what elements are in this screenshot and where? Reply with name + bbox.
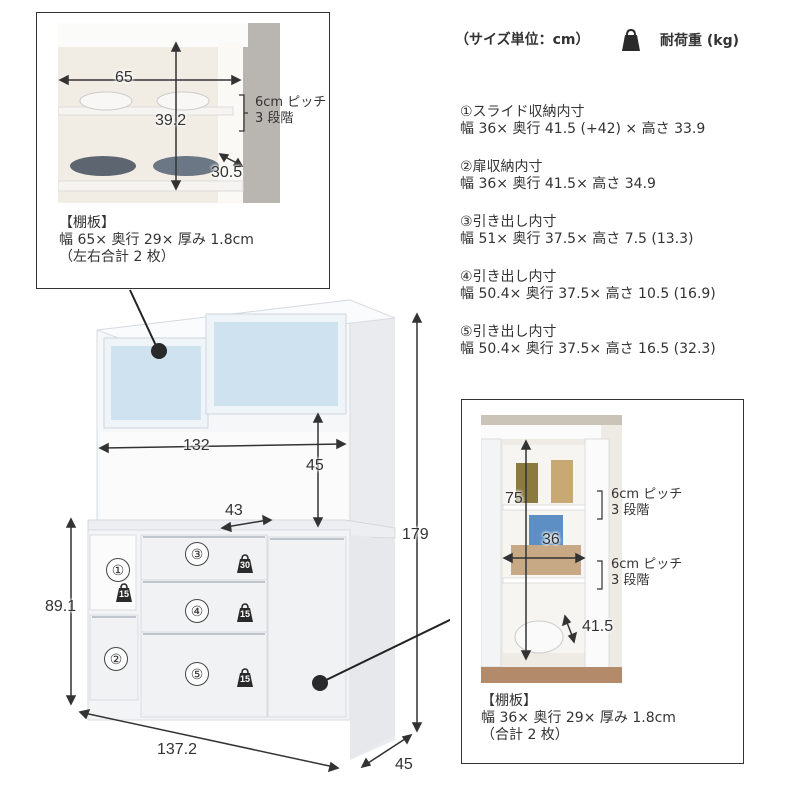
dim-side-depth: 41.5 xyxy=(582,618,614,635)
label-drawer-3: ③ xyxy=(185,542,209,566)
dim-side-height: 75 xyxy=(505,490,523,507)
spec-value: 幅 36× 奥行 41.5× 高さ 34.9 xyxy=(460,176,656,192)
spec-title: ⑤引き出し内寸 xyxy=(460,324,557,340)
size-unit-label: （サイズ単位：cm） xyxy=(455,32,590,48)
dim-lower-height: 89.1 xyxy=(45,598,77,615)
label-door-storage: ② xyxy=(104,647,128,671)
shelf-size: 幅 65× 奥行 29× 厚み 1.8cm xyxy=(59,232,254,248)
weight-value: 30 xyxy=(239,560,250,570)
pitch-brackets xyxy=(597,490,603,590)
spec-value: 幅 50.4× 奥行 37.5× 高さ 16.5 (32.3) xyxy=(460,341,716,357)
weight-icon: 30 xyxy=(234,554,256,574)
shelf-size: 幅 36× 奥行 29× 厚み 1.8cm xyxy=(481,710,676,726)
spec-item: ①スライド収納内寸 幅 36× 奥行 41.5 (+42) × 高さ 33.9 xyxy=(460,104,716,159)
dim-upper-height: 39.2 xyxy=(155,112,187,129)
side-cabinet-photo xyxy=(481,415,622,683)
spec-title: ②扉収納内寸 xyxy=(460,159,543,175)
callout-dot-lower xyxy=(312,675,328,691)
dim-upper-depth: 30.5 xyxy=(211,164,243,181)
weight-value: 15 xyxy=(239,674,250,684)
upper-shelf-detail: 65 39.2 30.5 6cm ピッチ 3 段階 【棚板】 幅 65× 奥行 … xyxy=(36,12,330,289)
weight-value: 15 xyxy=(118,589,129,599)
pitch-line: 3 段階 xyxy=(611,503,650,518)
label-drawer-4: ④ xyxy=(185,599,209,623)
dim-side-width: 36 xyxy=(542,531,560,548)
weight-icon: 15 xyxy=(234,603,256,623)
shelf-count: （合計 2 枚） xyxy=(481,727,569,743)
dim-inner-width: 132 xyxy=(183,437,210,454)
spec-value: 幅 50.4× 奥行 37.5× 高さ 10.5 (16.9) xyxy=(460,286,716,302)
weight-value: 15 xyxy=(239,609,250,619)
spec-title: ④引き出し内寸 xyxy=(460,269,557,285)
weight-legend-label: 耐荷重 (kg) xyxy=(660,33,740,49)
upper-pitch-text: 6cm ピッチ 3 段階 xyxy=(255,95,326,127)
pitch-line: 3 段階 xyxy=(611,573,650,588)
dim-total-height: 179 xyxy=(402,526,429,543)
spec-item: ⑤引き出し内寸 幅 50.4× 奥行 37.5× 高さ 16.5 (32.3) xyxy=(460,324,716,379)
pitch-line: 6cm ピッチ xyxy=(255,95,327,110)
weight-icon: 15 xyxy=(113,583,135,603)
spec-value: 幅 36× 奥行 41.5 (+42) × 高さ 33.9 xyxy=(460,121,706,137)
spec-item: ②扉収納内寸 幅 36× 奥行 41.5× 高さ 34.9 xyxy=(460,159,716,214)
upper-shelf-info: 【棚板】 幅 65× 奥行 29× 厚み 1.8cm （左右合計 2 枚） xyxy=(59,215,254,266)
side-pitch-text-2: 6cm ピッチ 3 段階 xyxy=(611,557,682,589)
cabinet-illustration: 132 45 43 179 89.1 137.2 45 ① ② ③ ④ ⑤ 15… xyxy=(45,289,450,773)
shelf-count: （左右合計 2 枚） xyxy=(59,249,175,265)
pitch-line: 3 段階 xyxy=(255,111,294,126)
spec-title: ①スライド収納内寸 xyxy=(460,104,585,120)
spec-item: ④引き出し内寸 幅 50.4× 奥行 37.5× 高さ 10.5 (16.9) xyxy=(460,269,716,324)
side-cabinet-detail: 75 36 41.5 6cm ピッチ 3 段階 6cm ピッチ 3 段階 【棚板… xyxy=(461,399,744,764)
dim-total-depth: 45 xyxy=(395,756,413,773)
label-drawer-5: ⑤ xyxy=(185,662,209,686)
spec-list: ①スライド収納内寸 幅 36× 奥行 41.5 (+42) × 高さ 33.9 … xyxy=(460,104,716,379)
shelf-title: 【棚板】 xyxy=(481,693,537,709)
spec-item: ③引き出し内寸 幅 51× 奥行 37.5× 高さ 7.5 (13.3) xyxy=(460,214,716,269)
spec-title: ③引き出し内寸 xyxy=(460,214,557,230)
callout-dot-upper xyxy=(151,343,167,359)
dim-inner-height: 45 xyxy=(306,457,324,474)
side-pitch-text-1: 6cm ピッチ 3 段階 xyxy=(611,487,682,519)
label-slide-storage: ① xyxy=(106,558,130,582)
spec-value: 幅 51× 奥行 37.5× 高さ 7.5 (13.3) xyxy=(460,231,694,247)
pitch-line: 6cm ピッチ xyxy=(611,557,683,572)
side-shelf-info: 【棚板】 幅 36× 奥行 29× 厚み 1.8cm （合計 2 枚） xyxy=(481,693,676,744)
dim-counter-depth: 43 xyxy=(225,502,243,519)
upper-shelf-photo xyxy=(58,23,280,203)
weight-icon: 15 xyxy=(234,668,256,688)
weight-icon xyxy=(620,28,642,52)
shelf-title: 【棚板】 xyxy=(59,215,115,231)
dim-total-width: 137.2 xyxy=(157,741,198,758)
dim-upper-width: 65 xyxy=(115,69,133,86)
pitch-line: 6cm ピッチ xyxy=(611,487,683,502)
